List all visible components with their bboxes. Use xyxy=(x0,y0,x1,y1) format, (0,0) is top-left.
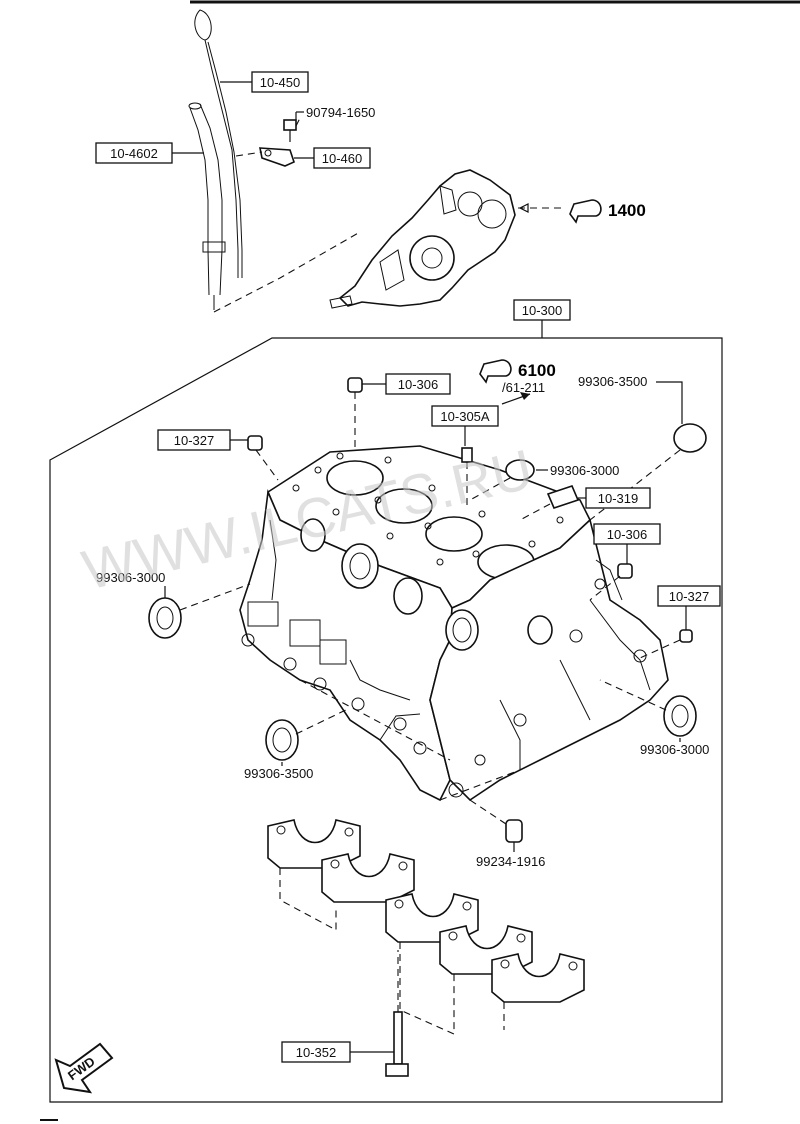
label-10-327-right[interactable]: 10-327 xyxy=(657,585,721,630)
cap-bolt xyxy=(385,950,409,1077)
ref-6100[interactable]: 6100 /61-211 xyxy=(479,359,556,405)
fwd-arrow-icon: FWD xyxy=(54,1042,114,1094)
svg-text:10-306: 10-306 xyxy=(398,377,438,392)
oil-pump-housing xyxy=(329,169,516,309)
dipstick-tube xyxy=(188,102,226,310)
bearing-cap-5 xyxy=(491,953,585,1003)
label-10-305A[interactable]: 10-305A xyxy=(431,405,499,446)
svg-text:10-460: 10-460 xyxy=(322,151,362,166)
cylinder-block xyxy=(239,445,669,802)
bearing-caps xyxy=(267,819,585,1035)
svg-text:6100: 6100 xyxy=(518,361,556,380)
dowel-pin-top xyxy=(347,377,363,450)
hand-pointer-icon xyxy=(479,359,512,384)
svg-text:99306-3000: 99306-3000 xyxy=(640,742,709,757)
svg-text:90794-1650: 90794-1650 xyxy=(306,105,375,120)
svg-text:10-305A: 10-305A xyxy=(440,409,489,424)
label-10-327-left[interactable]: 10-327 xyxy=(157,429,248,451)
pipe-10-319 xyxy=(519,485,580,521)
dipstick xyxy=(194,9,243,278)
plug-left xyxy=(247,435,279,481)
svg-text:10-306: 10-306 xyxy=(607,527,647,542)
label-10-300[interactable]: 10-300 xyxy=(513,299,571,338)
svg-text:99306-3000: 99306-3000 xyxy=(96,570,165,585)
seal-right xyxy=(599,679,697,737)
leader-bolt xyxy=(295,117,301,127)
dowel-bottom xyxy=(469,799,523,843)
label-99306-3000-left[interactable]: 99306-3000 xyxy=(96,570,166,598)
bearing-cap-2 xyxy=(321,853,415,903)
label-99306-3500-bottom[interactable]: 99306-3500 xyxy=(244,762,313,781)
cap-plug-top-right xyxy=(589,423,707,521)
svg-text:10-327: 10-327 xyxy=(174,433,214,448)
dowel-sleeve xyxy=(461,447,473,506)
svg-text:10-4602: 10-4602 xyxy=(110,146,158,161)
label-99306-3500-top[interactable]: 99306-3500 xyxy=(578,374,683,424)
cap-plug-mid xyxy=(469,459,535,501)
bracket xyxy=(259,147,295,167)
label-10-306-right[interactable]: 10-306 xyxy=(593,523,661,564)
svg-text:10-352: 10-352 xyxy=(296,1045,336,1060)
label-99306-3000-mid[interactable]: 99306-3000 xyxy=(536,463,619,478)
assembly-frame xyxy=(49,337,723,1103)
label-10-319[interactable]: 10-319 xyxy=(578,487,651,509)
label-10-306-top[interactable]: 10-306 xyxy=(362,373,451,395)
svg-text:10-319: 10-319 xyxy=(598,491,638,506)
svg-text:10-450: 10-450 xyxy=(260,75,300,90)
seal-left xyxy=(148,583,251,639)
label-10-460[interactable]: 10-460 xyxy=(294,147,371,169)
svg-text:99306-3500: 99306-3500 xyxy=(244,766,313,781)
svg-text:/61-211: /61-211 xyxy=(502,380,545,395)
svg-text:1400: 1400 xyxy=(608,201,646,220)
svg-text:99306-3000: 99306-3000 xyxy=(550,463,619,478)
ref-1400[interactable]: 1400 xyxy=(518,199,646,224)
label-10-450[interactable]: 10-450 xyxy=(220,71,309,93)
leader-dipstick-pump xyxy=(213,231,361,313)
svg-text:99234-1916: 99234-1916 xyxy=(476,854,545,869)
leader-bracket xyxy=(235,151,263,157)
label-99306-3000-right[interactable]: 99306-3000 xyxy=(640,738,709,757)
label-99234-1916[interactable]: 99234-1916 xyxy=(476,842,545,869)
label-90794-1650[interactable]: 90794-1650 xyxy=(295,105,375,120)
hand-pointer-icon xyxy=(569,199,602,224)
svg-text:10-327: 10-327 xyxy=(669,589,709,604)
leader-block-2 xyxy=(439,769,521,801)
label-10-352[interactable]: 10-352 xyxy=(281,1041,394,1063)
dowel-right xyxy=(589,563,633,601)
bolt-small xyxy=(283,119,297,142)
svg-text:10-300: 10-300 xyxy=(522,303,562,318)
leader-block-1 xyxy=(299,679,451,761)
label-10-4602[interactable]: 10-4602 xyxy=(95,142,204,164)
seal-bottom-left xyxy=(265,707,351,761)
svg-text:99306-3500: 99306-3500 xyxy=(578,374,647,389)
